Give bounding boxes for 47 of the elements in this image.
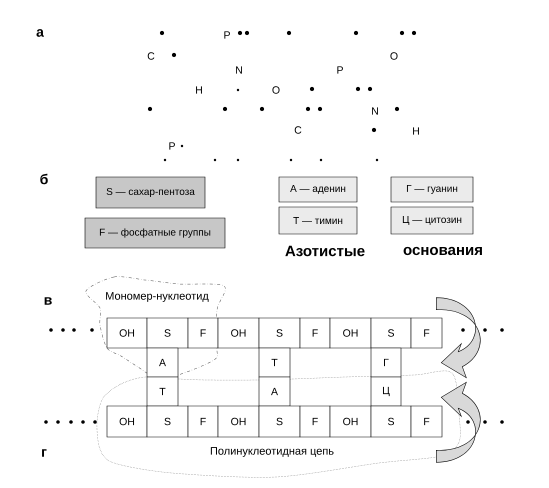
element-symbol: H [413,127,419,135]
sequence-cell: F [300,318,330,348]
panel-letter: г [42,449,47,457]
element-symbol: P [337,66,343,74]
legend-box: Ц — цитозин [390,206,474,234]
sequence-cell: А [258,376,290,406]
element-symbol: P [224,31,230,39]
panel-letter: в [44,297,52,305]
sequence-cell: F [410,406,442,438]
sequence-cell: А [146,348,178,378]
element-symbol: H [196,86,202,94]
legend-box: S — сахар-пентоза [96,176,206,208]
element-symbol: O [272,86,280,94]
group-caption: основания [404,246,482,256]
panel-letter: б [40,174,48,184]
element-symbol: N [372,107,378,115]
legend-box: Г — гуанин [390,176,474,202]
sequence-cell: F [410,318,442,348]
legend-box: Т — тимин [278,206,358,234]
sequence-cell: OH [330,406,372,438]
sequence-cell: S [258,318,300,348]
element-symbol: C [148,52,154,60]
sequence-cell: OH [218,406,260,438]
legend-box: F — фосфатные группы [84,218,226,248]
sequence-cell: S [258,406,300,438]
sequence-cell: Т [258,348,290,378]
sequence-cell: Т [146,376,178,406]
sequence-cell: OH [330,318,372,348]
sequence-cell: F [188,318,218,348]
sequence-cell: S [370,406,412,438]
sequence-cell: OH [218,318,260,348]
element-symbol: C [294,126,302,134]
sequence-cell: S [146,406,188,438]
group-caption: Азотистые [285,246,365,256]
element-symbol: P [169,142,175,150]
element-symbol: O [390,52,398,60]
sequence-cell: F [188,406,218,438]
sequence-cell: Ц [370,376,402,406]
legend-box: А — аденин [278,176,358,202]
sequence-cell: OH [106,406,148,438]
sequence-cell: S [146,318,188,348]
sequence-cell: Г [370,348,402,378]
panel-letter: а [36,29,44,37]
element-symbol: N [236,66,242,74]
sequence-cell: F [300,406,330,438]
sequence-cell: S [370,318,412,348]
sequence-cell: OH [106,318,148,348]
